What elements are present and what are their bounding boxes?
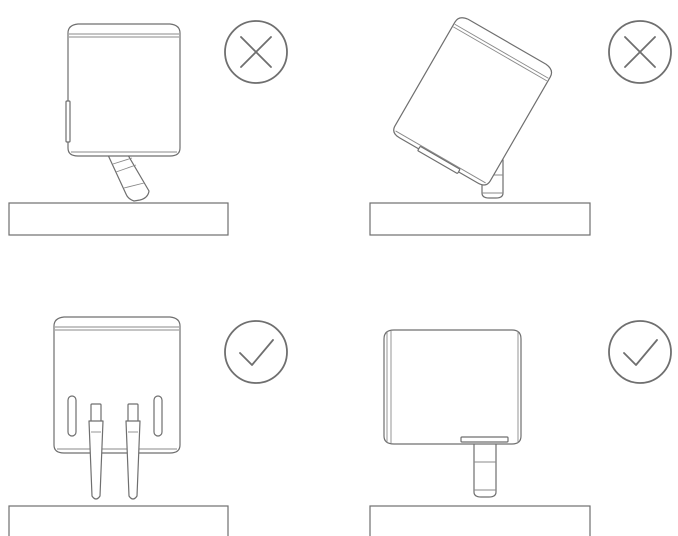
plug-body [393,17,553,186]
check-circle-icon [224,320,288,384]
x-circle-icon [608,20,672,84]
panel-tilted-body [369,17,591,236]
panel-upright-front [8,316,229,536]
plug-prong [88,420,104,500]
outlet-surface [8,202,229,236]
plug-prong [107,149,150,202]
panel-tilted-prong [8,23,229,236]
x-circle-icon [224,20,288,84]
plug-body [383,329,522,445]
plug-body [53,316,181,454]
panel-upright-side [369,329,591,536]
plug-body [65,23,181,157]
plug-prong [473,440,497,498]
outlet-surface [369,505,591,536]
outlet-surface [369,202,591,236]
check-circle-icon [608,320,672,384]
plug-prong [125,420,141,500]
outlet-surface [8,505,229,536]
